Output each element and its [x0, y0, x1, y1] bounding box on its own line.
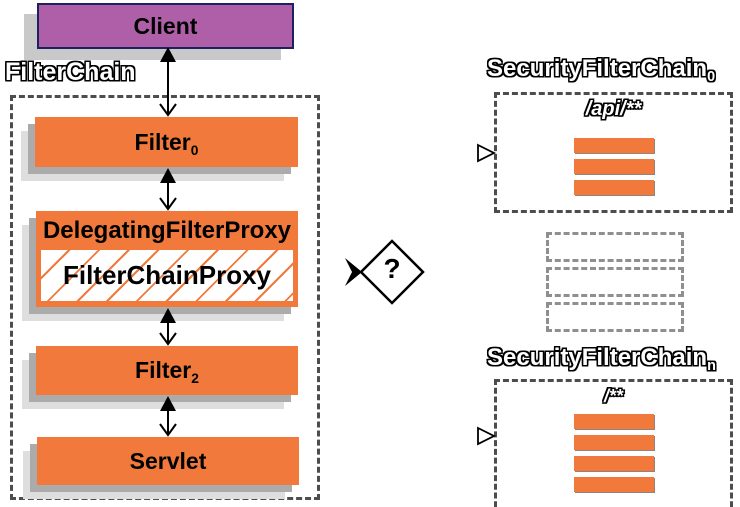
security-filter-chain-0-filters [497, 138, 730, 195]
filter-bar [573, 414, 654, 429]
filter0-subscript: 0 [190, 142, 199, 158]
filter2-box: Filter2 [36, 346, 298, 395]
placeholder-box [546, 302, 684, 332]
placeholder-box [546, 267, 684, 297]
client-box: Client [37, 3, 294, 49]
client-label: Client [133, 13, 198, 39]
filter-bar [573, 138, 654, 153]
arrowhead-into-chainn-icon [477, 426, 497, 446]
filter-bar [573, 456, 654, 471]
arrowhead-up-icon [160, 47, 176, 62]
filter0-label: Filter [134, 129, 191, 155]
security-filter-chain-0-box: /api/** [494, 92, 733, 213]
security-filter-chain-0-label: SecurityFilterChain0 [487, 55, 716, 86]
arrowhead-into-chain0-icon [477, 143, 497, 163]
servlet-label: Servlet [129, 448, 207, 474]
placeholder-box [546, 232, 684, 262]
filter-chain-proxy-label: FilterChainProxy [62, 260, 272, 290]
elided-chains-placeholder [546, 232, 685, 332]
security-filter-chain-n-label: SecurityFilterChainn [487, 344, 716, 375]
filter-bar [573, 477, 654, 492]
filterchain-dashed-container [10, 95, 320, 500]
filter-bar [573, 159, 654, 174]
servlet-box: Servlet [37, 437, 299, 485]
filter0-box: Filter0 [35, 117, 298, 167]
security-filter-chain-n-pattern: /** [603, 386, 623, 406]
filter-chain-proxy-box: FilterChainProxy [41, 250, 293, 301]
security-filter-chain-n-filters [497, 414, 730, 492]
security-filter-chain-n-box: /** [494, 379, 733, 507]
filter-bar [573, 180, 654, 195]
delegating-filter-proxy-label: DelegatingFilterProxy [42, 217, 292, 244]
security-filter-chain-0-subscript: 0 [707, 69, 716, 86]
filter2-label: Filter [135, 357, 192, 383]
filterchain-label: FilterChain [5, 58, 136, 86]
arrowhead-into-diamond-icon [345, 258, 362, 286]
security-filter-chain-n-subscript: n [707, 358, 716, 375]
filter-bar [573, 435, 654, 450]
security-filter-chain-0-pattern: /api/** [585, 98, 642, 120]
delegating-filter-proxy-box: DelegatingFilterProxy FilterChainProxy [36, 211, 298, 307]
filter2-subscript: 2 [191, 370, 199, 386]
decision-question-label: ? [383, 253, 401, 284]
